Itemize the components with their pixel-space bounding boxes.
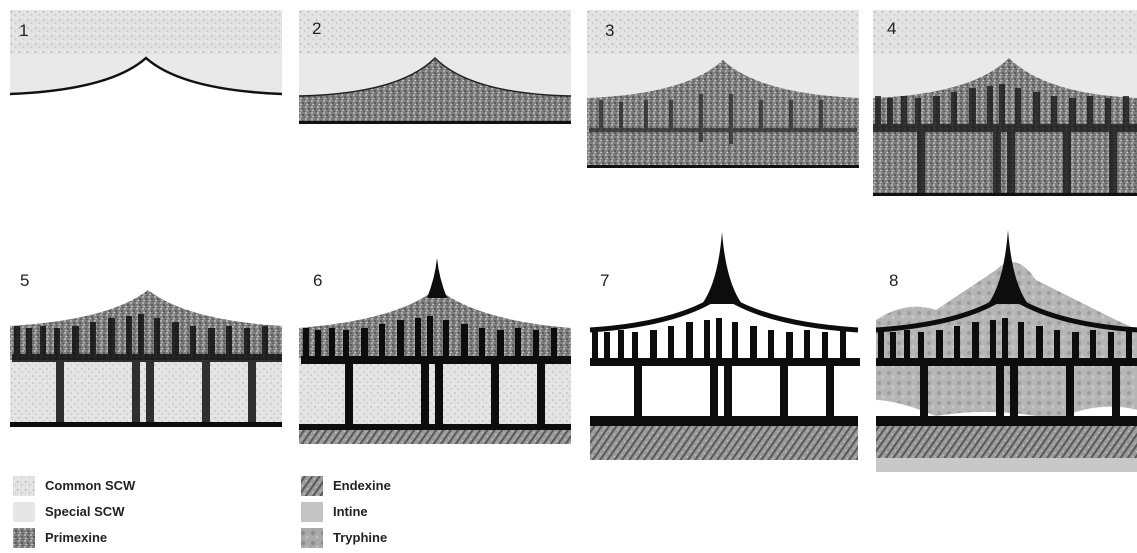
stage-5-panel	[10, 290, 282, 427]
legend-label-primexine: Primexine	[45, 530, 107, 545]
special-scw-swatch	[13, 502, 35, 522]
stage-8-panel	[876, 230, 1137, 472]
stage-number-5: 5	[20, 272, 29, 289]
stage-4-panel	[873, 10, 1137, 196]
stage-6-panel	[299, 258, 571, 444]
stage-number-1: 1	[19, 22, 28, 39]
endexine-swatch	[301, 476, 323, 496]
stage-number-7: 7	[600, 272, 609, 289]
stage-number-4: 4	[887, 20, 896, 37]
intine-swatch	[301, 502, 323, 522]
legend-label-endexine: Endexine	[333, 478, 391, 493]
stage-number-6: 6	[313, 272, 322, 289]
stage-2-panel	[299, 10, 571, 124]
stage-number-2: 2	[312, 20, 321, 37]
stage-number-3: 3	[605, 22, 614, 39]
legend-label-common-scw: Common SCW	[45, 478, 135, 493]
legend-label-tryphine: Tryphine	[333, 530, 387, 545]
stage-3-panel	[587, 10, 859, 168]
legend-label-intine: Intine	[333, 504, 368, 519]
stage-1-panel	[10, 10, 282, 130]
primexine-swatch	[13, 528, 35, 548]
common-scw-swatch	[13, 476, 35, 496]
legend-label-special-scw: Special SCW	[45, 504, 124, 519]
stage-7-panel	[590, 232, 860, 460]
tryphine-swatch	[301, 528, 323, 548]
stage-number-8: 8	[889, 272, 898, 289]
